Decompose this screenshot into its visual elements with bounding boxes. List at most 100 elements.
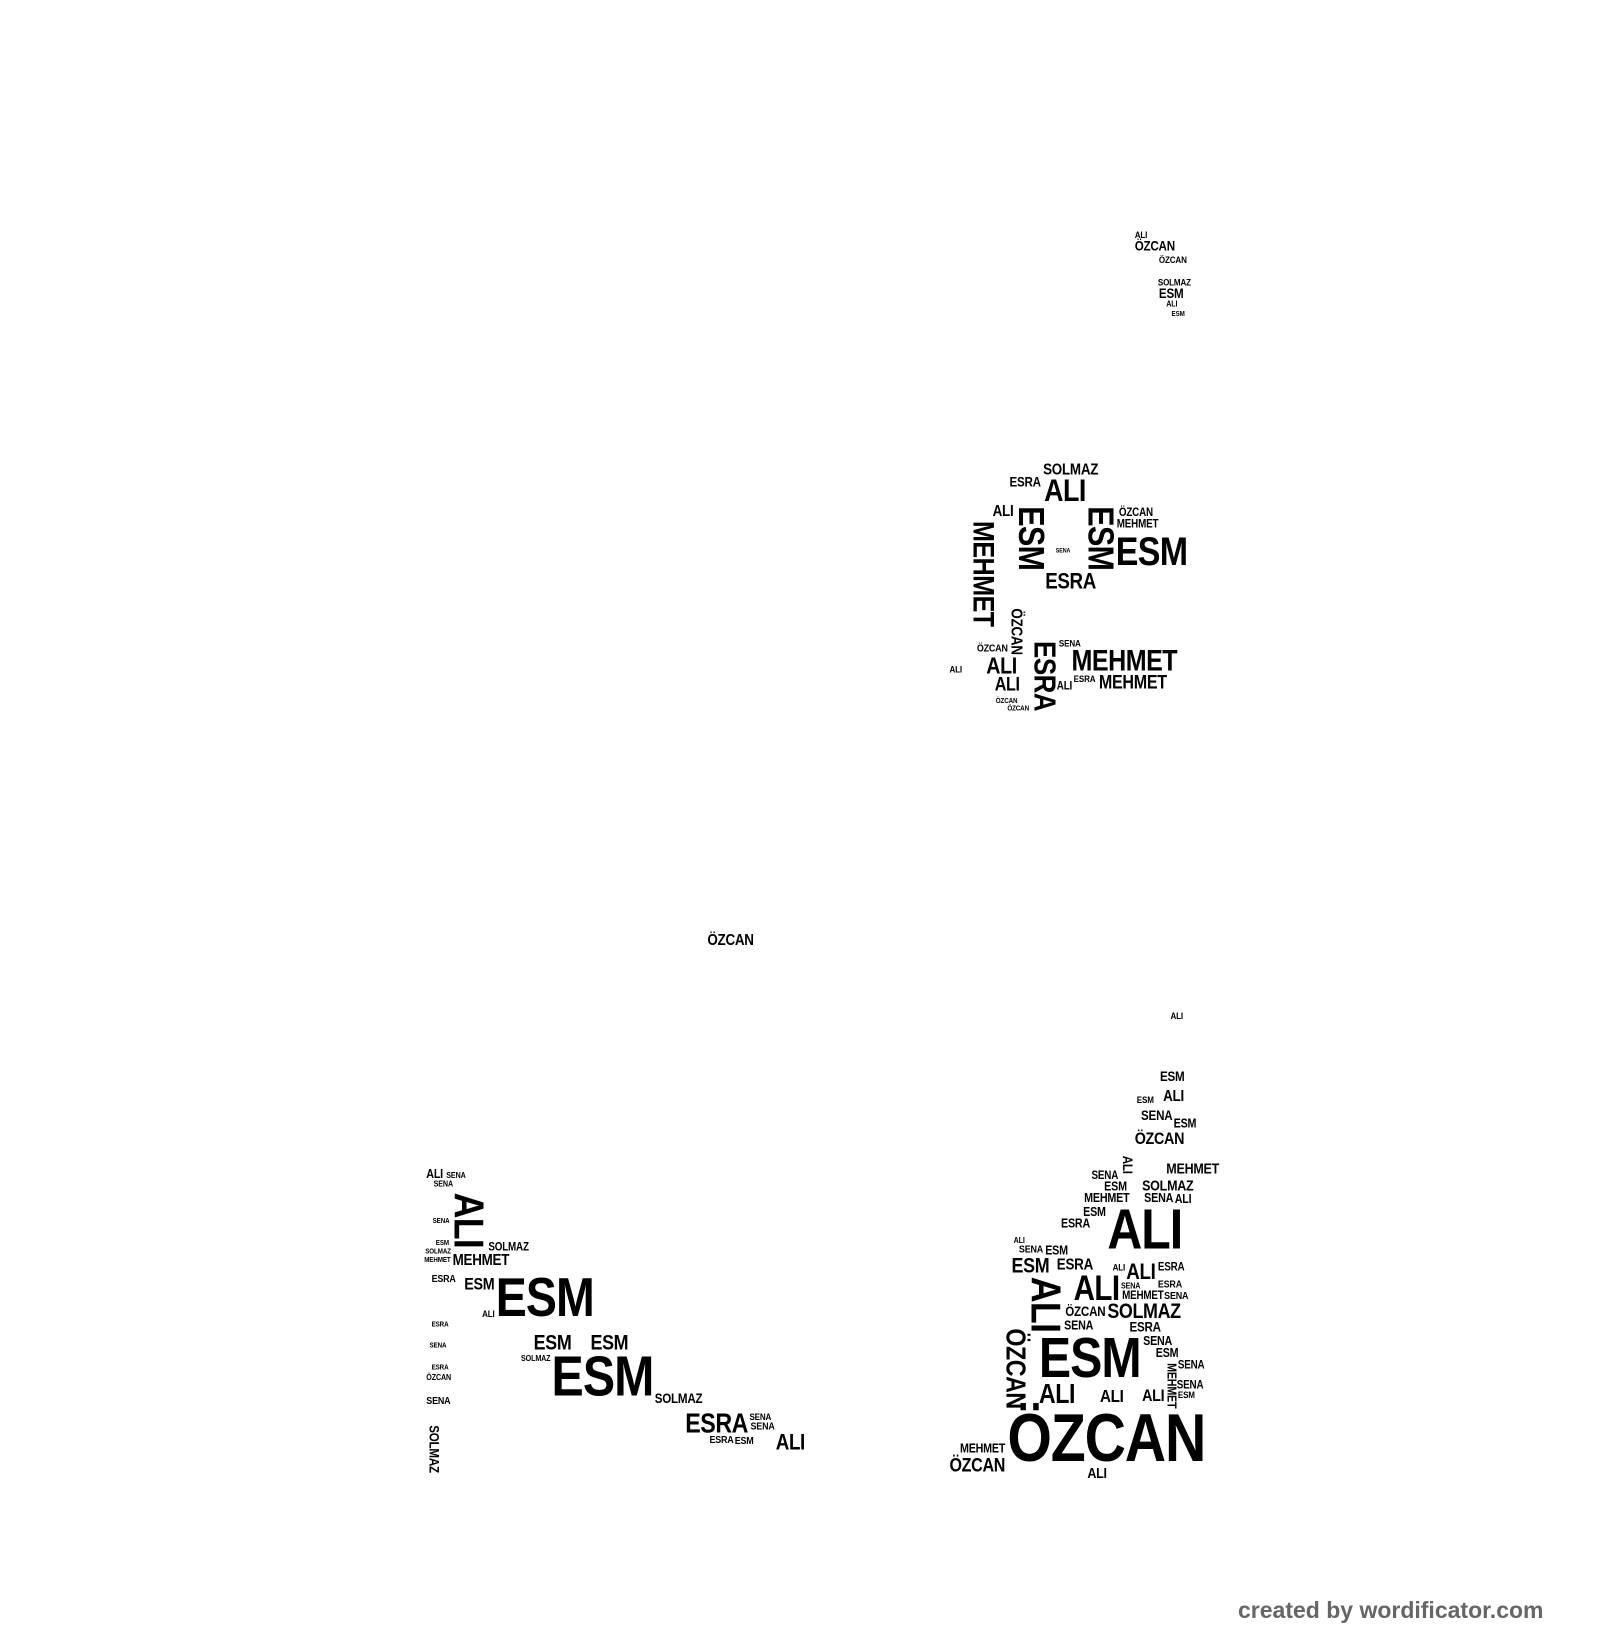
cloud-word: SENA — [1019, 1244, 1044, 1257]
cloud-word: ESM — [533, 1331, 572, 1355]
cloud-word: MEHMET — [960, 1441, 1006, 1456]
cloud-word: MEHMET — [452, 1251, 510, 1270]
cloud-word: ESRA — [431, 1364, 449, 1372]
cloud-word: ÖZCAN — [426, 1372, 452, 1383]
cloud-word: SENA — [1055, 548, 1071, 555]
cloud-word: ESRA — [709, 1434, 734, 1447]
cloud-word: ALI — [1073, 1268, 1120, 1308]
cloud-word: ALI — [1126, 1259, 1156, 1285]
cloud-word: SENA — [426, 1395, 451, 1408]
cloud-word: ESM — [551, 1345, 655, 1409]
cloud-word: ÖZCAN — [995, 697, 1018, 706]
cloud-word: ALI — [1120, 1155, 1137, 1174]
cloud-word: SENA — [429, 1342, 447, 1350]
cloud-word: SOLMAZ — [426, 1425, 443, 1473]
cloud-word: MEHMET — [1121, 1288, 1164, 1302]
cloud-word: SENA — [433, 1178, 453, 1189]
cloud-word: ESRA — [1073, 673, 1096, 685]
cloud-word: ESM — [1080, 506, 1121, 571]
cloud-word: ALI — [1044, 473, 1086, 508]
cloud-word: ÖZCAN — [1158, 254, 1187, 266]
cloud-word: SENA — [1141, 1107, 1173, 1124]
cloud-word: ESM — [1159, 1068, 1185, 1085]
cloud-word: SOLMAZ — [654, 1390, 703, 1407]
cloud-word: ALI — [1174, 1191, 1192, 1207]
cloud-word: MEHMET — [1164, 1363, 1180, 1409]
cloud-word: SOLMAZ — [521, 1353, 551, 1364]
cloud-word: ESRA — [1157, 1261, 1185, 1274]
cloud-word: ÖZCAN — [1134, 237, 1175, 254]
cloud-word: SENA — [1177, 1378, 1204, 1392]
cloud-word: ESM — [1045, 1243, 1068, 1259]
cloud-word: ESM — [1136, 1094, 1154, 1106]
cloud-word: ALI — [1056, 679, 1073, 693]
cloud-word: ALI — [994, 673, 1020, 695]
cloud-word: ESM — [1083, 1204, 1106, 1219]
cloud-word: ALI — [426, 1166, 443, 1182]
cloud-word: MEHMET — [1098, 671, 1167, 693]
cloud-word: SOLMAZ — [1107, 1299, 1181, 1324]
cloud-word: ESM — [464, 1275, 495, 1294]
cloud-word: ESM — [495, 1267, 595, 1329]
cloud-word: ÖZCAN — [1007, 705, 1029, 713]
cloud-word: ESRA — [1044, 569, 1096, 594]
cloud-word: ESRA — [1061, 1215, 1091, 1231]
cloud-word: ALI — [775, 1430, 806, 1455]
cloud-word: ALI — [1163, 1087, 1184, 1106]
cloud-word: ÖZCAN — [1065, 1303, 1106, 1319]
cloud-word: SOLMAZ — [488, 1241, 529, 1254]
cloud-word: ALI — [992, 502, 1014, 521]
cloud-word: SOLMAZ — [1157, 276, 1191, 288]
cloud-word: ESM — [1177, 1389, 1195, 1400]
cloud-word: ÖZCAN — [949, 1454, 1006, 1476]
cloud-word: ALI — [1166, 298, 1178, 309]
cloud-word: ALI — [482, 1308, 495, 1319]
cloud-word: MEHMET — [1084, 1190, 1130, 1206]
cloud-word: ESM — [1173, 1115, 1197, 1131]
cloud-word: ESM — [734, 1435, 754, 1448]
cloud-word: ESRA — [1056, 1256, 1094, 1274]
cloud-word: ESRA — [1129, 1319, 1161, 1335]
cloud-word: ESRA — [431, 1273, 456, 1286]
cloud-word: ESRA — [1009, 473, 1041, 490]
cloud-word: ESM — [1038, 1326, 1142, 1390]
cloud-word: ALI — [1112, 1262, 1126, 1274]
cloud-word: ÖZCAN — [1007, 1399, 1206, 1476]
cloud-word: SENA — [750, 1421, 775, 1434]
cloud-word: ALI — [445, 1192, 492, 1249]
cloud-word: ÖZCAN — [1134, 1130, 1185, 1149]
cloud-word: ALI — [949, 664, 962, 675]
cloud-word: ALI — [1087, 1464, 1107, 1481]
cloud-word: ÖZCAN — [707, 931, 754, 950]
cloud-word: SOLMAZ — [425, 1248, 451, 1256]
cloud-word: ALI — [1134, 229, 1148, 240]
cloud-word: SENA — [1091, 1169, 1119, 1182]
cloud-word: SENA — [1142, 1333, 1172, 1349]
cloud-word: MEHMET — [1116, 517, 1159, 531]
cloud-word: ESRA — [685, 1407, 749, 1439]
cloud-word: SENA — [1164, 1290, 1189, 1303]
cloud-word: SENA — [1058, 638, 1081, 649]
cloud-word: SOLMAZ — [1142, 1176, 1194, 1194]
cloud-word: ESM — [1010, 506, 1051, 571]
cloud-word: SENA — [1177, 1358, 1205, 1372]
cloud-word: ESM — [1104, 1179, 1127, 1194]
cloud-word: ÖZCAN — [977, 643, 1009, 656]
cloud-word: MEHMET — [1166, 1159, 1220, 1177]
cloud-word: MEHMET — [966, 521, 1000, 627]
cloud-word: ESM — [1158, 285, 1184, 302]
cloud-word: ESRA — [1026, 641, 1061, 712]
cloud-word: ALI — [1107, 1197, 1183, 1262]
cloud-word: ESM — [1171, 310, 1185, 318]
cloud-word: ESM — [1011, 1255, 1050, 1279]
cloud-word: ÖZCAN — [1007, 608, 1026, 655]
cloud-word: SENA — [432, 1217, 450, 1226]
cloud-word: SENA — [1144, 1191, 1174, 1206]
cloud-word: SOLMAZ — [1043, 460, 1099, 479]
cloud-word: SENA — [1064, 1318, 1093, 1333]
cloud-word: SENA — [749, 1412, 771, 1423]
cloud-word: ALI — [1038, 1377, 1076, 1410]
cloud-word: MEHMET — [1071, 644, 1178, 677]
cloud-word: ESRA — [1157, 1279, 1183, 1291]
